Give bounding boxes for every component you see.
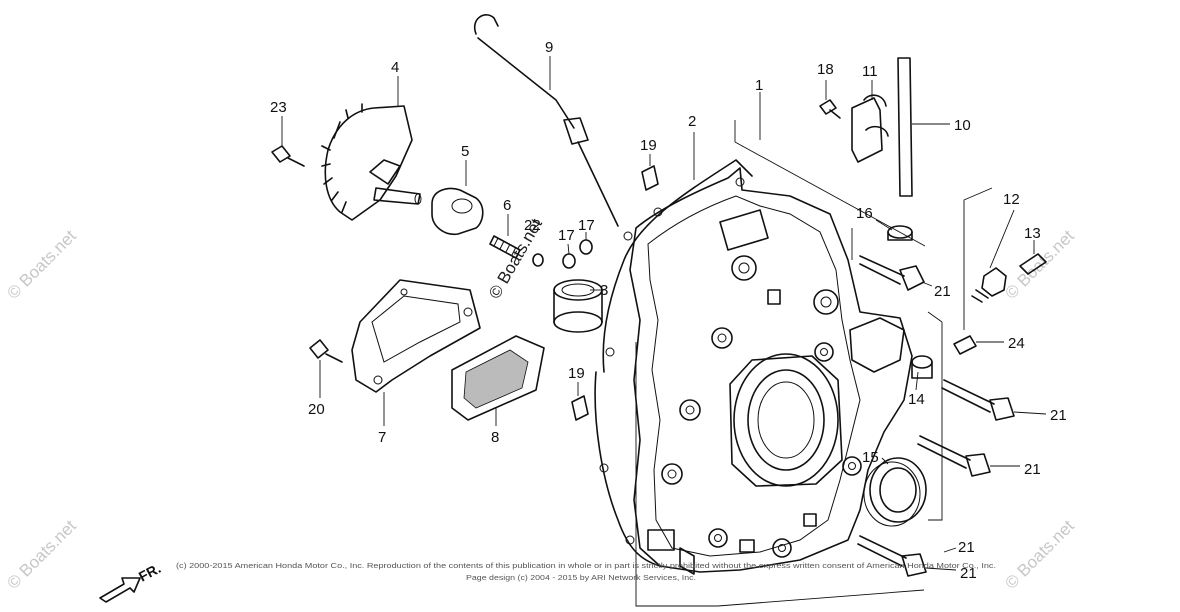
crankcase-cover: [629, 167, 913, 575]
callout-5: 5: [461, 143, 469, 160]
plug-screw: [953, 335, 977, 355]
callout-17-a: 17: [558, 227, 575, 244]
dowel-pin-19-lower: [571, 395, 589, 421]
callout-6: 6: [503, 197, 511, 214]
callout-11: 11: [862, 63, 878, 80]
callout-13: 13: [1024, 225, 1041, 242]
callout-16: 16: [856, 205, 873, 222]
bolt-23: [271, 145, 305, 167]
copyright-block: (c) 2000-2015 American Honda Motor Co., …: [176, 561, 996, 582]
dipstick: [473, 14, 619, 227]
leader-lines: [281, 56, 1047, 571]
copyright-line-2: Page design (c) 2004 - 2015 by ARI Netwo…: [466, 573, 696, 582]
front-arrow-icon: [99, 577, 141, 603]
plug: [911, 355, 933, 379]
front-direction-indicator: FR.: [99, 560, 163, 603]
flange-bolts: [857, 255, 1015, 577]
callout-9: 9: [545, 39, 553, 56]
callout-21-d: 21: [958, 539, 975, 556]
breather-element: [451, 335, 545, 421]
watermark-bottom-left: © Boats.net: [3, 516, 80, 593]
callout-21-a: 21: [934, 283, 951, 300]
breather-cover: [351, 279, 481, 393]
callout-labels: 1 2 3 4 5 6 7 8 9 10 11 12 13 14 15 16 1…: [270, 39, 1067, 582]
callout-17-b: 17: [578, 217, 595, 234]
callout-21-b: 21: [1050, 407, 1067, 424]
assembly-frame: [635, 120, 993, 607]
callout-19-a: 19: [640, 137, 657, 154]
bolt-20: [309, 339, 343, 363]
callout-24: 24: [1008, 335, 1025, 352]
callout-2: 2: [688, 113, 696, 130]
watermark-left: © Boats.net: [3, 226, 80, 303]
dowel-pin-19-upper: [641, 165, 659, 191]
sensor-screw: [1019, 253, 1047, 275]
governor-sleeve: [431, 187, 484, 236]
callout-8: 8: [491, 429, 499, 446]
copyright-line-1: (c) 2000-2015 American Honda Motor Co., …: [176, 561, 996, 570]
callout-3: 3: [600, 282, 608, 299]
callout-12: 12: [1003, 191, 1020, 208]
watermark-bottom-right: © Boats.net: [1001, 516, 1078, 593]
callout-1: 1: [755, 77, 763, 94]
cover-gasket: [594, 159, 753, 567]
bracket: [851, 94, 889, 163]
callout-4: 4: [391, 59, 399, 76]
front-label: FR.: [136, 560, 163, 585]
governor-gear: [321, 103, 422, 221]
o-rings: [532, 239, 593, 269]
callout-21-c: 21: [1024, 461, 1041, 478]
oil-seal: [863, 457, 927, 527]
callout-7: 7: [378, 429, 386, 446]
spring-pin: [489, 235, 521, 259]
callout-14: 14: [908, 391, 925, 408]
callout-20: 20: [308, 401, 325, 418]
oil-sensor: [971, 267, 1007, 303]
dowel-pin-16: [887, 225, 913, 241]
callout-19-b: 19: [568, 365, 585, 382]
bolt-18: [819, 99, 841, 119]
callout-15: 15: [862, 449, 879, 466]
bearing: [553, 279, 603, 333]
callout-18: 18: [817, 61, 834, 78]
callout-23: 23: [270, 99, 287, 116]
callout-22: 22: [524, 217, 541, 234]
callout-21-e: 21: [960, 565, 977, 582]
callout-10: 10: [954, 117, 971, 134]
rod: [897, 57, 913, 197]
